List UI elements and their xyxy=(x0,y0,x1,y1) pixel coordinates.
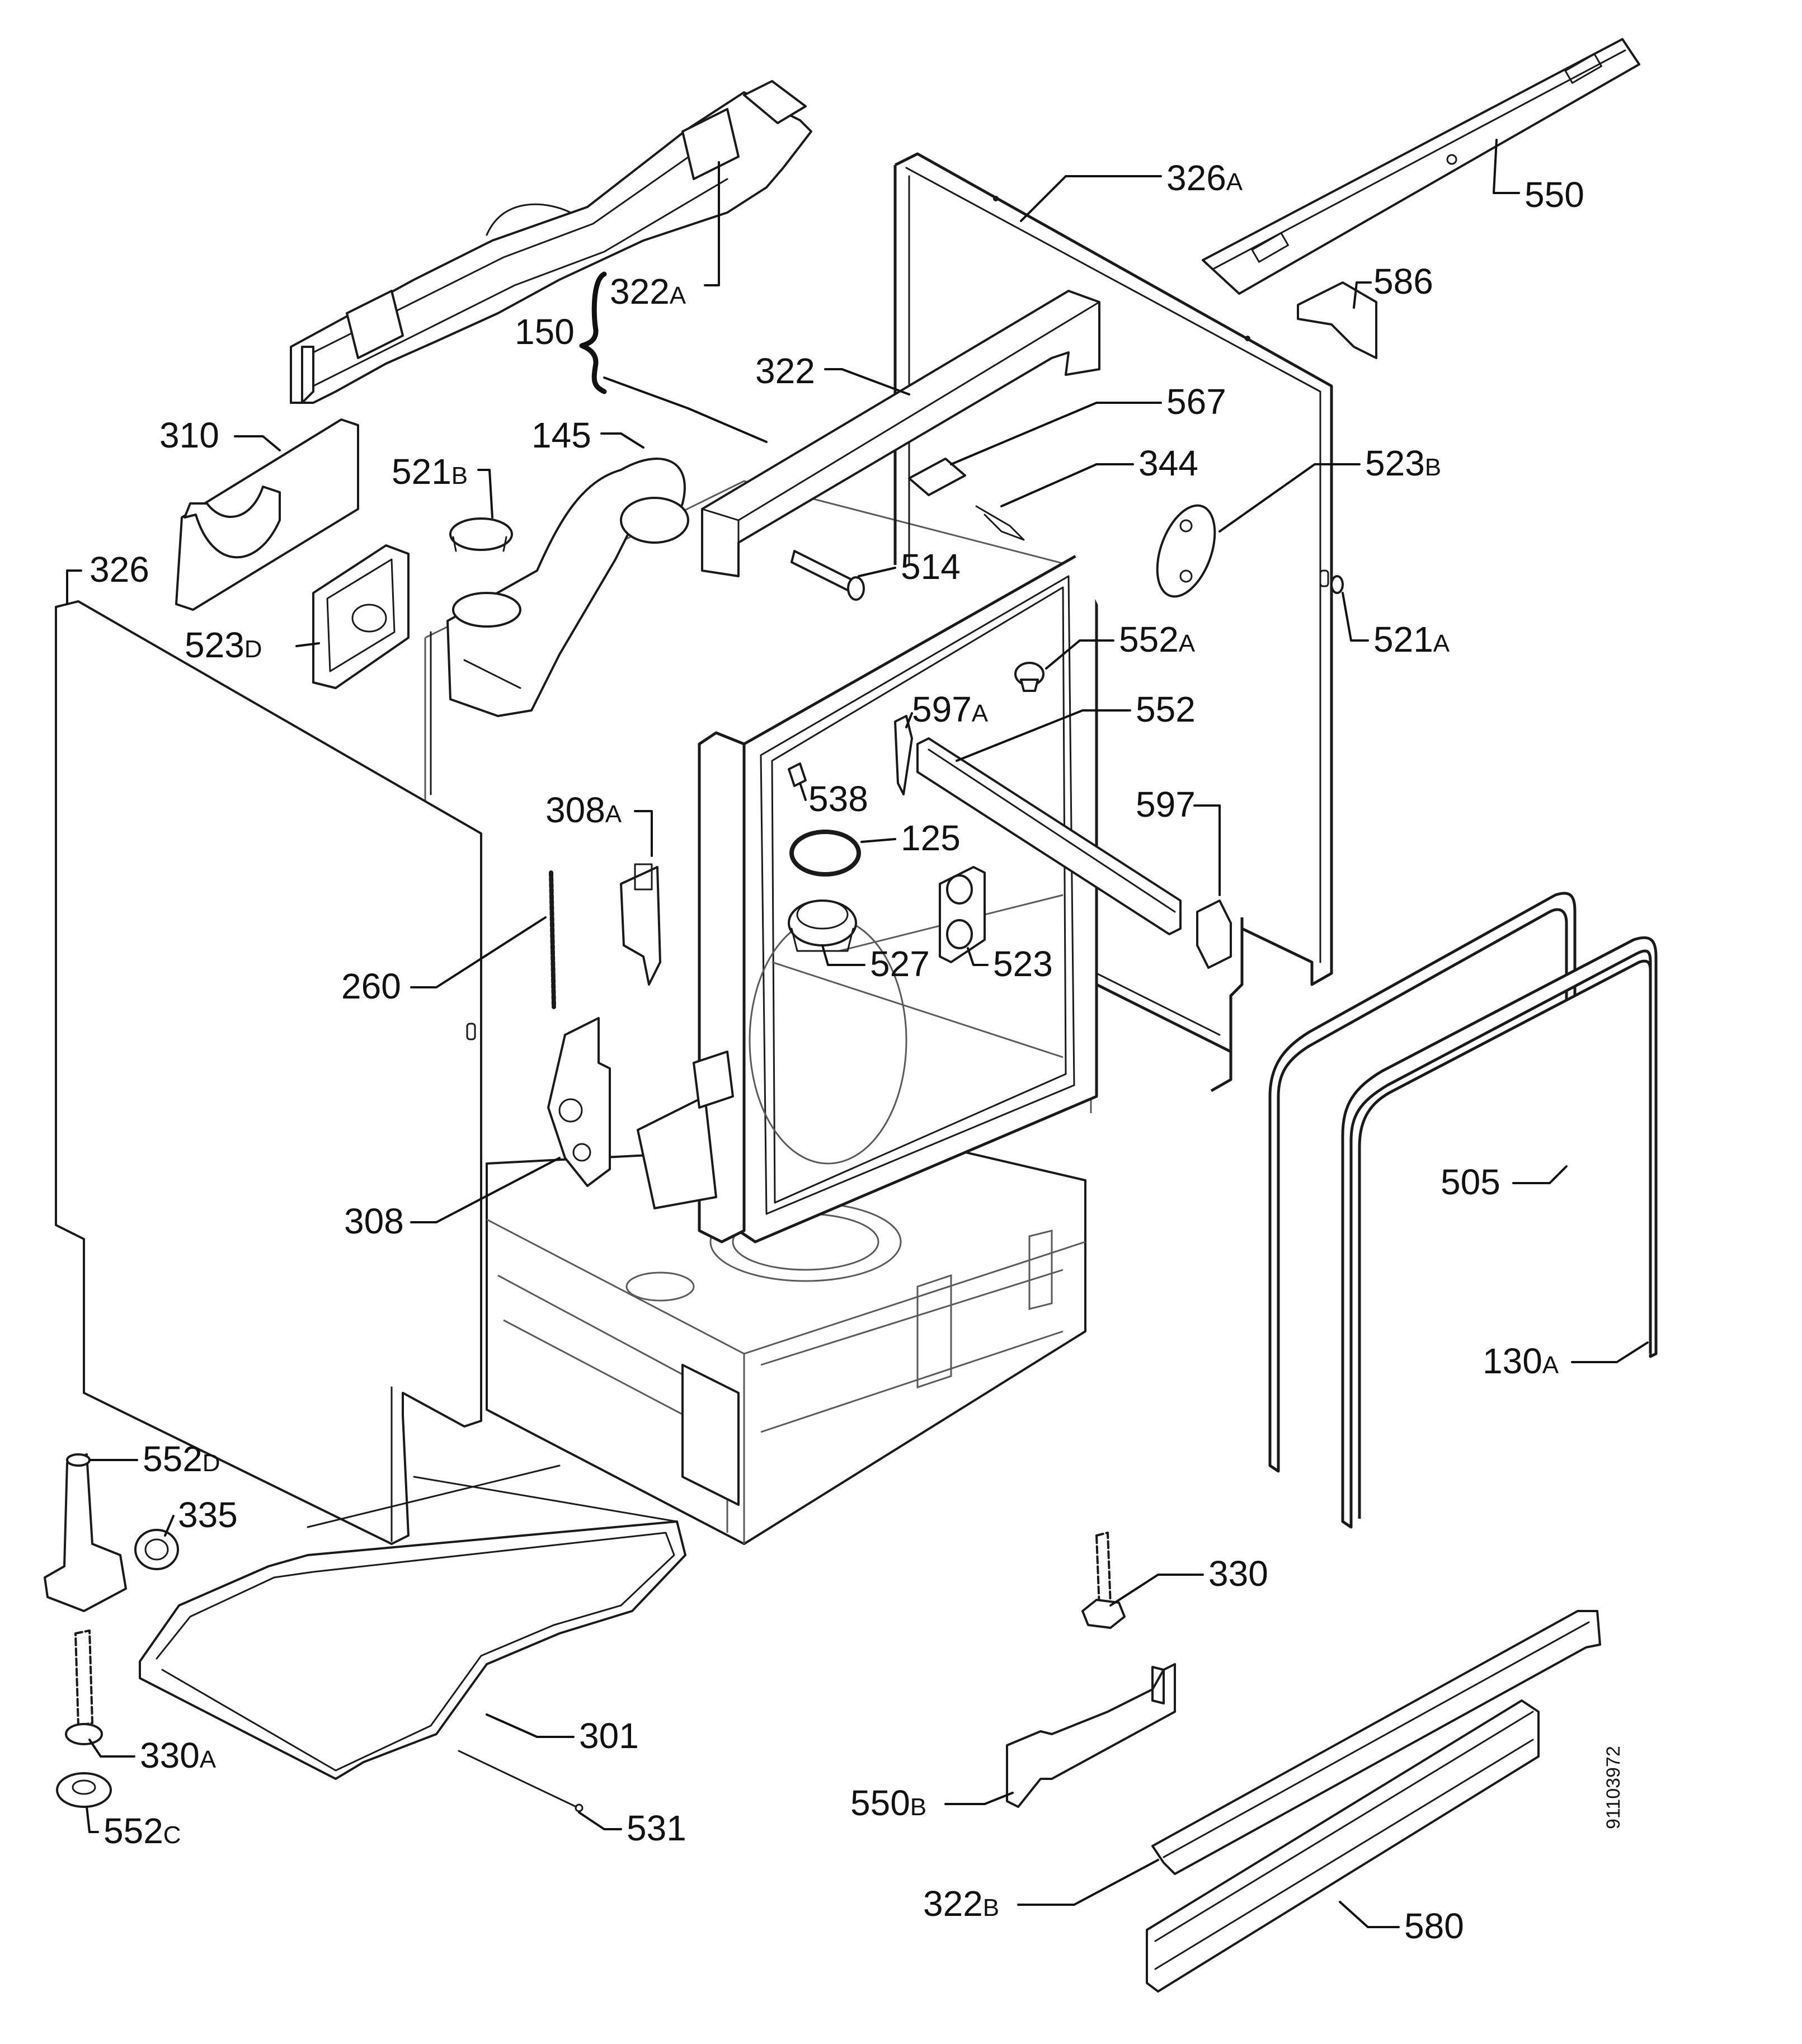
callout-538: 538 xyxy=(808,779,868,819)
callout-580: 580 xyxy=(1404,1906,1464,1946)
callout-505: 505 xyxy=(1441,1162,1500,1202)
callout-523B: 523B xyxy=(1365,443,1441,483)
callout-597: 597 xyxy=(1136,784,1196,825)
part-322A-duct xyxy=(290,80,812,404)
document-number: 91103972 xyxy=(1603,1746,1624,1829)
callout-145: 145 xyxy=(531,415,591,455)
callout-552D: 552D xyxy=(143,1439,220,1479)
callout-521B: 521B xyxy=(392,451,468,492)
callout-552: 552 xyxy=(1136,689,1196,729)
callout-552A: 552A xyxy=(1119,619,1196,660)
callout-326: 326 xyxy=(90,549,149,590)
callout-514: 514 xyxy=(901,547,961,587)
small-parts xyxy=(547,458,1344,1187)
callout-260: 260 xyxy=(341,966,401,1006)
callout-531: 531 xyxy=(627,1808,686,1848)
callout-322: 322 xyxy=(755,351,815,391)
brace-150 xyxy=(579,271,607,394)
callout-308A: 308A xyxy=(545,790,622,830)
part-550-strip xyxy=(1202,38,1640,295)
callout-308: 308 xyxy=(344,1201,404,1241)
callout-527: 527 xyxy=(870,944,930,984)
callout-326A: 326A xyxy=(1166,158,1243,198)
callout-567: 567 xyxy=(1166,382,1226,422)
callout-344: 344 xyxy=(1138,443,1198,483)
inner-tub xyxy=(424,480,1098,1244)
part-521B-cap xyxy=(449,517,513,552)
callout-550: 550 xyxy=(1525,175,1584,215)
part-326-side-panel xyxy=(55,600,482,1545)
bottom-right-parts xyxy=(1006,1532,1601,1993)
callout-335: 335 xyxy=(178,1495,238,1535)
base-tub xyxy=(486,1140,1086,1545)
part-310-cover xyxy=(175,418,359,611)
part-145-hose xyxy=(446,458,689,717)
callout-130A: 130A xyxy=(1483,1341,1559,1381)
callout-523: 523 xyxy=(993,944,1053,984)
gaskets xyxy=(1268,892,1658,1529)
callout-586: 586 xyxy=(1373,261,1433,302)
callout-322A: 322A xyxy=(610,271,686,312)
callout-552C: 552C xyxy=(103,1811,181,1851)
leader-lines xyxy=(66,139,1649,1928)
callout-597A: 597A xyxy=(912,689,989,729)
callout-550B: 550B xyxy=(850,1783,926,1823)
bottom-left-parts xyxy=(44,1453,686,1812)
callout-310: 310 xyxy=(159,415,219,455)
callout-labels: 322A 150 310 145 521B 326 523D 322 326A … xyxy=(90,158,1624,1946)
part-322-rail xyxy=(701,290,1100,577)
callout-330A: 330A xyxy=(140,1735,217,1775)
part-586-bracket xyxy=(1297,281,1377,359)
callout-330: 330 xyxy=(1208,1553,1268,1594)
callout-521A: 521A xyxy=(1373,619,1450,660)
callout-322B: 322B xyxy=(923,1883,999,1924)
callout-150: 150 xyxy=(515,312,575,352)
callout-125: 125 xyxy=(901,818,961,858)
callout-523D: 523D xyxy=(185,625,262,665)
part-523D-box xyxy=(312,544,410,689)
callout-301: 301 xyxy=(579,1716,639,1756)
